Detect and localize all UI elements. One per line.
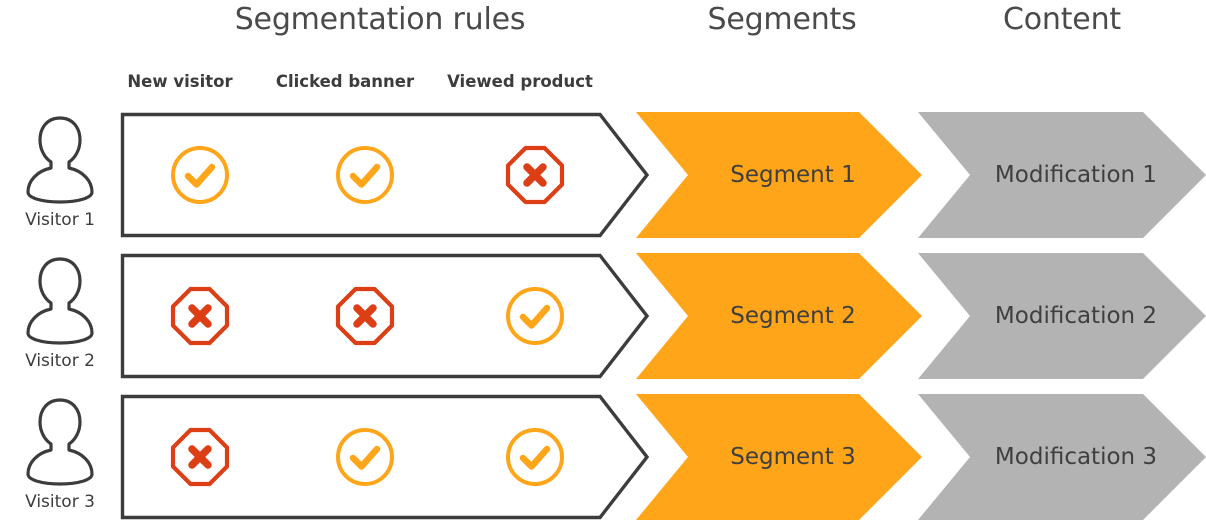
content-label: Modification 1	[994, 162, 1158, 188]
rule-column-header-viewed-product: Viewed product	[447, 72, 593, 91]
content-chevron: Modification 3	[918, 394, 1206, 520]
rule-result-clicked-banner	[280, 426, 450, 488]
content-chevron: Modification 1	[918, 112, 1206, 238]
segmentation-rules-arrow	[120, 253, 655, 379]
rule-result-clicked-banner	[280, 144, 450, 206]
rule-result-viewed-product	[450, 144, 620, 206]
segmentation-rules-arrow	[120, 112, 655, 238]
column-title-content: Content	[1003, 2, 1121, 37]
segment-label: Segment 1	[730, 162, 856, 188]
visitor-avatar-icon	[25, 253, 95, 349]
segment-label: Segment 2	[730, 303, 856, 329]
rule-result-clicked-banner	[280, 285, 450, 347]
visitor-cell: Visitor 3	[5, 394, 115, 520]
segment-chevron: Segment 1	[636, 112, 922, 238]
rule-result-new-visitor	[120, 285, 280, 347]
segment-label: Segment 3	[730, 444, 856, 470]
visitor-label: Visitor 2	[25, 351, 95, 371]
visitor-avatar-icon	[25, 112, 95, 208]
segment-chevron: Segment 2	[636, 253, 922, 379]
visitor-cell: Visitor 2	[5, 253, 115, 379]
rule-result-viewed-product	[450, 285, 620, 347]
column-title-segmentation-rules: Segmentation rules	[234, 2, 526, 37]
check-circle-icon	[504, 426, 566, 488]
rule-result-new-visitor	[120, 144, 280, 206]
check-circle-icon	[504, 285, 566, 347]
visitor-avatar-icon	[25, 394, 95, 490]
visitor-row: Visitor 3	[0, 394, 1206, 520]
rule-icon-group	[120, 253, 625, 379]
check-circle-icon	[334, 426, 396, 488]
cross-octagon-icon	[504, 144, 566, 206]
rule-icon-group	[120, 394, 625, 520]
visitor-row: Visitor 2	[0, 253, 1206, 379]
column-title-segments: Segments	[707, 2, 857, 37]
rule-result-new-visitor	[120, 426, 280, 488]
rule-icon-group	[120, 112, 625, 238]
check-circle-icon	[334, 144, 396, 206]
cross-octagon-icon	[169, 426, 231, 488]
segmentation-rules-arrow	[120, 394, 655, 520]
visitor-label: Visitor 3	[25, 492, 95, 512]
cross-octagon-icon	[334, 285, 396, 347]
content-label: Modification 3	[994, 444, 1158, 470]
content-label: Modification 2	[994, 303, 1158, 329]
rule-result-viewed-product	[450, 426, 620, 488]
cross-octagon-icon	[169, 285, 231, 347]
check-circle-icon	[169, 144, 231, 206]
content-chevron: Modification 2	[918, 253, 1206, 379]
visitor-cell: Visitor 1	[5, 112, 115, 238]
rule-column-header-new-visitor: New visitor	[127, 72, 233, 91]
visitor-label: Visitor 1	[25, 210, 95, 230]
visitor-row: Visitor 1	[0, 112, 1206, 238]
segment-chevron: Segment 3	[636, 394, 922, 520]
rule-column-header-clicked-banner: Clicked banner	[275, 72, 415, 91]
